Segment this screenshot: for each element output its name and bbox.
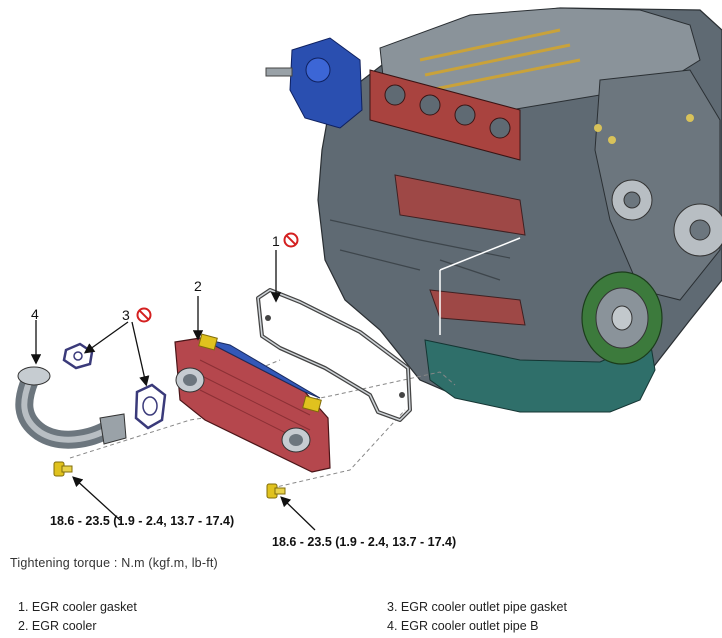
torque-units-caption: Tightening torque : N.m (kgf.m, lb-ft) [10,556,218,570]
legend-item: 4. EGR cooler outlet pipe B [387,619,539,633]
egr-cooler [174,333,331,473]
mounting-bolt-left [53,461,73,477]
torque-spec-left: 18.6 - 23.5 (1.9 - 2.4, 13.7 - 17.4) [50,514,234,528]
callout-part-2: 2 [194,278,202,294]
parts-legend-right: 3. EGR cooler outlet pipe gasket 4. EGR … [387,598,567,636]
legend-item: 2. EGR cooler [18,619,97,633]
leader-lines [30,250,316,531]
crankshaft-pulley [581,271,663,365]
egr-cooler-outlet-pipe-gaskets [62,342,167,430]
oil-pan [424,339,656,413]
prohibition-icon [136,307,152,323]
egr-cooler-gasket [256,288,412,422]
thermostat-housing [265,37,363,129]
prohibition-icon [283,232,299,248]
parts-legend-left: 1. EGR cooler gasket 2. EGR cooler [18,598,137,636]
exhaust-manifold [369,69,521,161]
legend-item: 3. EGR cooler outlet pipe gasket [387,600,567,614]
egr-cooler-outlet-pipe [15,366,127,449]
callout-part-1: 1 [272,233,280,249]
legend-item: 1. EGR cooler gasket [18,600,137,614]
mounting-bolt-right [266,483,286,499]
callout-part-3: 3 [122,307,130,323]
engine-assembly [265,7,722,413]
callout-part-4: 4 [31,306,39,322]
torque-spec-right: 18.6 - 23.5 (1.9 - 2.4, 13.7 - 17.4) [272,535,456,549]
egr-cooler-exploded-diagram: 1 2 3 4 18.6 - 23.5 (1.9 - 2.4, 13.7 - 1… [15,7,722,549]
